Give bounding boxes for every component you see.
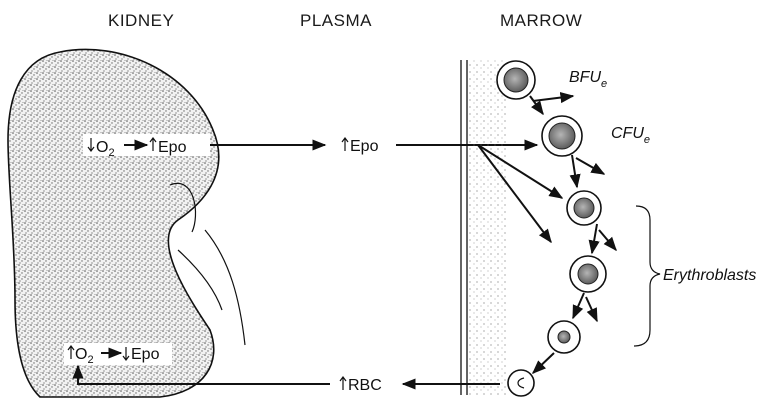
kidney-bottom-label: O2 Epo (64, 343, 172, 366)
cell-cfu-e (542, 116, 582, 156)
cell-erythroblast-1 (567, 191, 601, 225)
arrow-bfu-to-cfu (530, 96, 543, 114)
header-kidney: KIDNEY (108, 11, 174, 30)
erythroblasts-bracket (634, 206, 660, 346)
arrow-bfu-side (533, 96, 573, 101)
plasma-rbc-label: RBC (340, 377, 382, 394)
svg-text:Epo: Epo (350, 138, 379, 155)
label-erythroblasts: Erythroblasts (663, 267, 756, 284)
header-plasma: PLASMA (300, 11, 372, 30)
up-arrow-icon (342, 138, 348, 151)
cell-erythroblast-2 (570, 256, 606, 292)
cell-bfu-e (497, 61, 535, 99)
svg-text:Epo: Epo (131, 346, 160, 363)
label-cfu-e: CFUe (611, 125, 650, 146)
arrow-e2-side (586, 297, 597, 321)
kidney-top-label: O2 Epo (83, 134, 210, 159)
cell-reticulocyte (508, 370, 534, 396)
up-arrow-icon (340, 377, 346, 390)
arrow-cfu-to-e1 (572, 155, 577, 187)
marrow-boundary (461, 60, 506, 395)
label-bfu-e: BFUe (569, 69, 607, 90)
arrow-e1-to-e2 (592, 224, 597, 253)
cell-erythroblast-3 (548, 321, 580, 353)
header-marrow: MARROW (500, 11, 582, 30)
arrow-e2-to-e3 (573, 293, 584, 318)
plasma-epo-label: Epo (342, 138, 379, 155)
arrow-cfu-side (576, 158, 604, 174)
arrow-e1-side (599, 230, 616, 250)
svg-text:Epo: Epo (158, 139, 187, 156)
arrow-e3-to-reticulocyte (533, 353, 554, 373)
svg-text:RBC: RBC (348, 377, 382, 394)
